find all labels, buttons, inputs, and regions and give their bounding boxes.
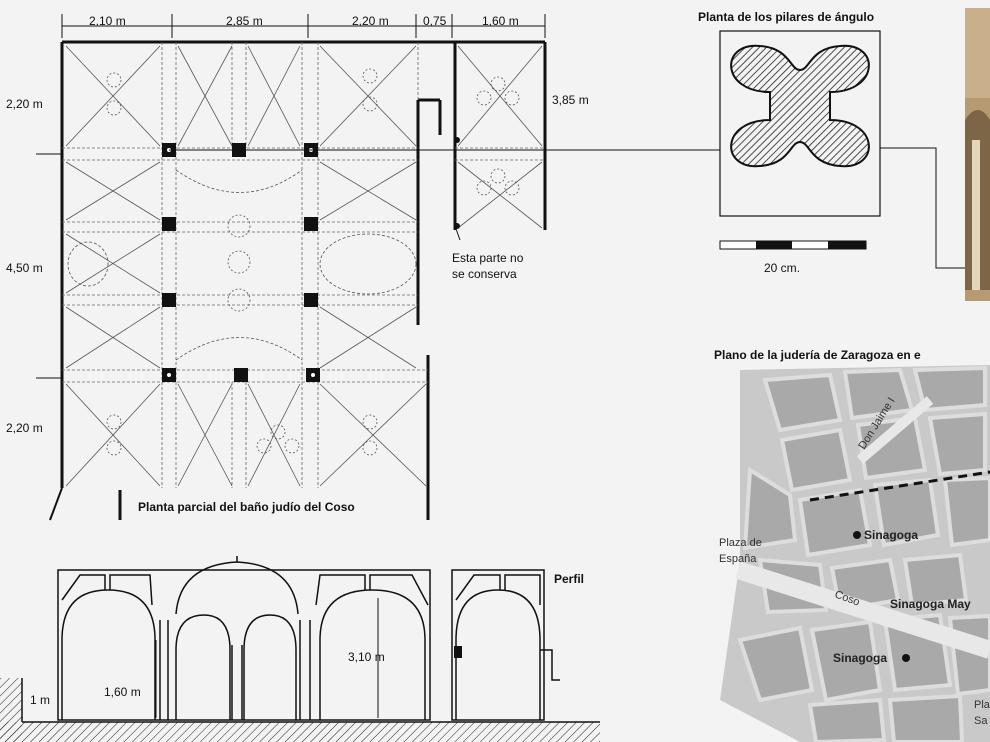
pillar-detail: Planta de los pilares de ángulo 20 cm.: [698, 10, 965, 275]
plan-grid: [62, 42, 545, 488]
pillars: [162, 143, 320, 382]
floor-plan: 2,10 m 2,85 m 2,20 m 0,75 1,60 m 2,20 m …: [6, 14, 720, 521]
dim-top-5: 1,60 m: [482, 14, 519, 28]
dim-top-4: 0,75: [423, 14, 447, 28]
ground-hatch: [0, 722, 600, 742]
dim-height: 3,10 m: [348, 650, 385, 664]
place-pla-1: Pla: [974, 699, 990, 711]
annex-window: [454, 646, 462, 658]
place-sinagoga-2: Sinagoga: [833, 651, 887, 665]
note-line-2: se conserva: [452, 267, 517, 281]
scale-label: 20 cm.: [764, 261, 800, 275]
place-sinagoga-1: Sinagoga: [864, 528, 918, 542]
scale-bar: [719, 240, 867, 250]
small-pillar-b: [454, 223, 460, 229]
map-blocks: [737, 365, 990, 742]
dim-base: 1 m: [30, 693, 50, 707]
profile-title: Perfil: [554, 572, 584, 586]
pillar-centers: [167, 148, 315, 377]
top-dimension-line: [61, 14, 546, 38]
dim-top-3: 2,20 m: [352, 14, 389, 28]
dim-left-1: 2,20 m: [6, 97, 43, 111]
note-leader: [454, 225, 461, 241]
dim-column: 1,60 m: [104, 685, 141, 699]
small-pillar-a: [454, 137, 460, 143]
juderia-map: Plano de la judería de Zaragoza en e: [714, 348, 990, 742]
juderia-boundary: [809, 470, 990, 502]
profile-outline: [57, 556, 560, 721]
vault-crosses: [65, 45, 543, 487]
broken-wall-edge: [49, 487, 63, 521]
photo-crop: [965, 8, 990, 301]
vault-oculi: [106, 68, 520, 456]
map-title: Plano de la judería de Zaragoza en e: [714, 348, 921, 362]
left-dimension-line: [36, 153, 62, 379]
place-pla-2: Sa: [974, 715, 988, 727]
dim-right: 3,85 m: [552, 93, 589, 107]
plan-title: Planta parcial del baño judío del Coso: [138, 500, 355, 514]
place-sinagoga-mayor: Sinagoga May: [890, 597, 971, 611]
dim-top-2: 2,85 m: [226, 14, 263, 28]
profile-section: Perfil 3,10 m 1: [0, 556, 600, 742]
dim-left-2: 4,50 m: [6, 261, 43, 275]
central-vaults: [67, 169, 417, 361]
coso-street: [735, 561, 990, 659]
sinagoga-marker-1: [853, 531, 861, 539]
note-line-1: Esta parte no: [452, 251, 524, 265]
place-plaza-espana-1: Plaza de: [719, 537, 762, 549]
sinagoga-marker-2: [902, 654, 910, 662]
pillar-frame: [719, 30, 881, 217]
ground-step: [0, 678, 22, 742]
pillar-title: Planta de los pilares de ángulo: [698, 10, 874, 24]
plan-walls: [60, 40, 547, 520]
don-jaime-street: [856, 396, 934, 464]
place-plaza-espana-2: España: [719, 553, 757, 565]
dim-top-1: 2,10 m: [89, 14, 126, 28]
photo-leader: [880, 147, 965, 269]
dim-left-3: 2,20 m: [6, 421, 43, 435]
quatrefoil-pillar: [730, 44, 870, 168]
